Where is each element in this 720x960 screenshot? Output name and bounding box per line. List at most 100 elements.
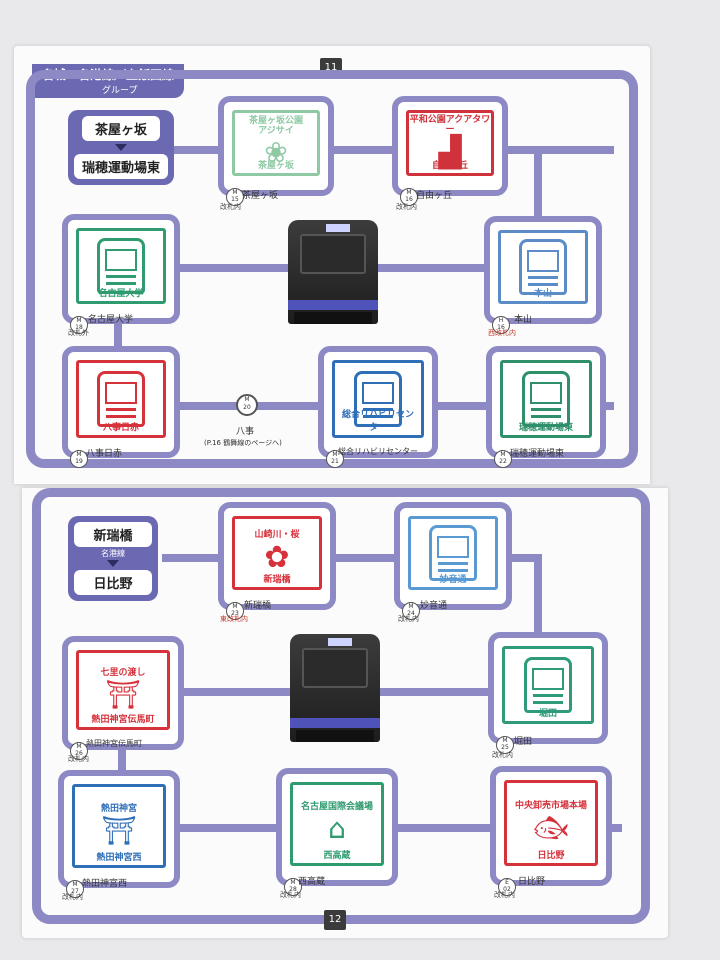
station-label: 自由ヶ丘 bbox=[416, 191, 453, 201]
fish-icon: 🐟︎ bbox=[533, 811, 569, 845]
tower-icon: ▟ bbox=[438, 135, 462, 171]
stamp-station: 総合リハビリセンター bbox=[341, 410, 414, 433]
train-color-band bbox=[290, 718, 380, 728]
gate-label: 改札内 bbox=[62, 893, 83, 901]
stamp: 妙音通 bbox=[408, 516, 498, 590]
stamp-title: 茶屋ヶ坂公園アジサイ bbox=[248, 115, 303, 136]
stamp: 八事日赤 bbox=[76, 360, 166, 438]
stamp: 熱田神宮 ⛩ 熱田神宮西 bbox=[72, 784, 166, 868]
stamp-title: 山崎川・桜 bbox=[254, 529, 300, 540]
station-label: 瑞穂運動場東 bbox=[510, 449, 565, 459]
stamp-title: 七里の渡し bbox=[100, 667, 146, 678]
gate-label: 改札内 bbox=[68, 755, 89, 763]
station-label: 本山 bbox=[514, 315, 533, 325]
lighthouse-icon: ⛩ bbox=[105, 678, 141, 712]
track-segment bbox=[162, 554, 542, 562]
train-window bbox=[300, 234, 366, 274]
gate-label: 改札内 bbox=[280, 891, 301, 899]
stamp-station: 名古屋大学 bbox=[98, 289, 144, 299]
stamp-title: 平和公園アクアタワー bbox=[409, 114, 491, 135]
stamp: 茶屋ヶ坂公園アジサイ ❀ 茶屋ヶ坂 bbox=[232, 110, 320, 176]
destination-sign bbox=[326, 224, 350, 232]
station-label: 熱田神宮伝馬町 bbox=[86, 739, 142, 748]
track-segment bbox=[118, 746, 126, 776]
stamp: 中央卸売市場本場 🐟︎ 日比野 bbox=[504, 780, 598, 866]
hydrangea-icon: ❀ bbox=[264, 136, 288, 170]
gate-label: 改札内 bbox=[220, 203, 241, 211]
building-icon: ⌂ bbox=[328, 812, 346, 846]
route-indicator: 新瑞橋 名港線 日比野 bbox=[68, 516, 158, 601]
train-icon bbox=[97, 238, 145, 294]
train-icon bbox=[522, 371, 570, 427]
stamp: 堀田 bbox=[502, 646, 594, 724]
arrow-down-icon bbox=[115, 144, 127, 151]
station-label: 八事 bbox=[236, 427, 255, 437]
gate-label: 改札内 bbox=[494, 891, 515, 899]
page-number: 12 bbox=[324, 910, 346, 930]
stamp-station: 日比野 bbox=[537, 851, 565, 861]
stamp-station: 自由ヶ丘 bbox=[431, 161, 468, 171]
train-skirt bbox=[296, 730, 374, 742]
gate-label: 改札内 bbox=[396, 203, 417, 211]
train-icon bbox=[354, 371, 402, 427]
route-indicator: 茶屋ヶ坂 瑞穂運動場東 bbox=[68, 110, 175, 185]
stamp: 名古屋国際会議場 ⌂ 西高蔵 bbox=[290, 782, 384, 866]
stamp-station: 妙音通 bbox=[439, 575, 467, 585]
stamp: 七里の渡し ⛩ 熱田神宮伝馬町 bbox=[76, 650, 170, 730]
train-icon bbox=[519, 239, 567, 295]
gate-label: 改札内 bbox=[398, 615, 419, 623]
shrine-icon: ⛩ bbox=[101, 814, 137, 848]
stamp-station: 堀田 bbox=[538, 709, 557, 719]
train-icon bbox=[97, 371, 145, 427]
stamp-title: 中央卸売市場本場 bbox=[514, 800, 587, 811]
track-segment bbox=[114, 316, 122, 356]
station-label: 日比野 bbox=[518, 877, 546, 887]
route-start: 茶屋ヶ坂 bbox=[82, 116, 160, 141]
gate-label: 東改札内 bbox=[220, 615, 248, 623]
station-label: 名古屋大学 bbox=[88, 315, 134, 325]
stamp-title: 名古屋国際会議場 bbox=[300, 801, 373, 812]
track-segment bbox=[154, 146, 614, 154]
train-window bbox=[302, 648, 368, 688]
station-label: 西高蔵 bbox=[298, 877, 326, 887]
stamp-station: 西高蔵 bbox=[323, 851, 351, 861]
stamp: 瑞穂運動場東 bbox=[500, 360, 592, 438]
destination-sign bbox=[328, 638, 352, 646]
station-label: 新瑞橋 bbox=[244, 601, 272, 611]
station-label: 八事日赤 bbox=[86, 449, 123, 459]
stamp-station: 瑞穂運動場東 bbox=[518, 423, 573, 433]
train-icon bbox=[524, 657, 572, 713]
stamp-station: 八事日赤 bbox=[102, 423, 139, 433]
cherry-blossom-icon: ✿ bbox=[264, 540, 290, 576]
train-skirt bbox=[294, 312, 372, 324]
stamp: 山崎川・桜 ✿ 新瑞橋 bbox=[232, 516, 322, 590]
stamp-station: 新瑞橋 bbox=[263, 575, 291, 585]
stamp: 総合リハビリセンター bbox=[332, 360, 424, 438]
route-end: 瑞穂運動場東 bbox=[74, 154, 169, 179]
route-line-name: 名港線 bbox=[101, 549, 125, 558]
station-label: 茶屋ヶ坂 bbox=[242, 191, 279, 201]
subway-train-image bbox=[288, 220, 378, 324]
